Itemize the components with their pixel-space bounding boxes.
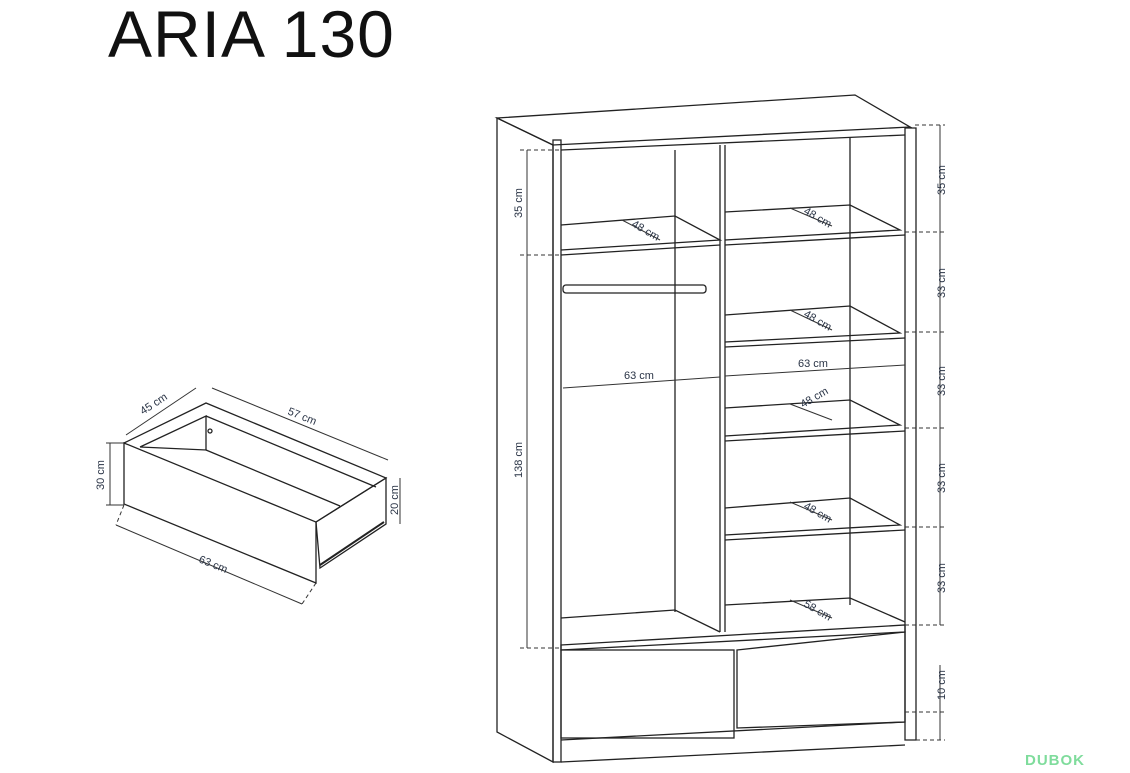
drawer-width-label: 63 cm [197, 554, 229, 576]
wardrobe-drawing [494, 94, 917, 764]
left-width-label: 63 cm [624, 370, 654, 382]
hanging-height-label: 138 cm [513, 442, 525, 478]
right-height-label: 35 cm [936, 165, 948, 195]
product-title: ARIA 130 [108, 0, 395, 71]
shelf-depth-label: 48 cm [802, 205, 834, 230]
right-width-label: 63 cm [798, 358, 828, 370]
shelf-depth-label: 48 cm [630, 218, 662, 243]
right-height-label: 33 cm [936, 563, 948, 593]
shelf-depth-label: 48 cm [799, 385, 831, 410]
drawer-depth-label: 45 cm [138, 391, 170, 417]
drawer-drawing: 45 cm 57 cm 30 cm 20 cm 63 cm [95, 387, 401, 605]
drawer-height-label: 30 cm [95, 460, 107, 490]
right-height-label: 33 cm [936, 268, 948, 298]
left-top-height-label: 35 cm [513, 188, 525, 218]
right-height-label: 33 cm [936, 366, 948, 396]
drawer-inner-height-label: 20 cm [389, 485, 401, 515]
watermark-logo: DUBOK [1025, 752, 1085, 769]
shelf-depth-label: 48 cm [802, 308, 834, 333]
shelf-depth-label: 48 cm [802, 500, 834, 525]
right-height-label: 10 cm [936, 670, 948, 700]
right-height-label: 33 cm [936, 463, 948, 493]
shelf-depth-label: 58 cm [802, 598, 834, 623]
